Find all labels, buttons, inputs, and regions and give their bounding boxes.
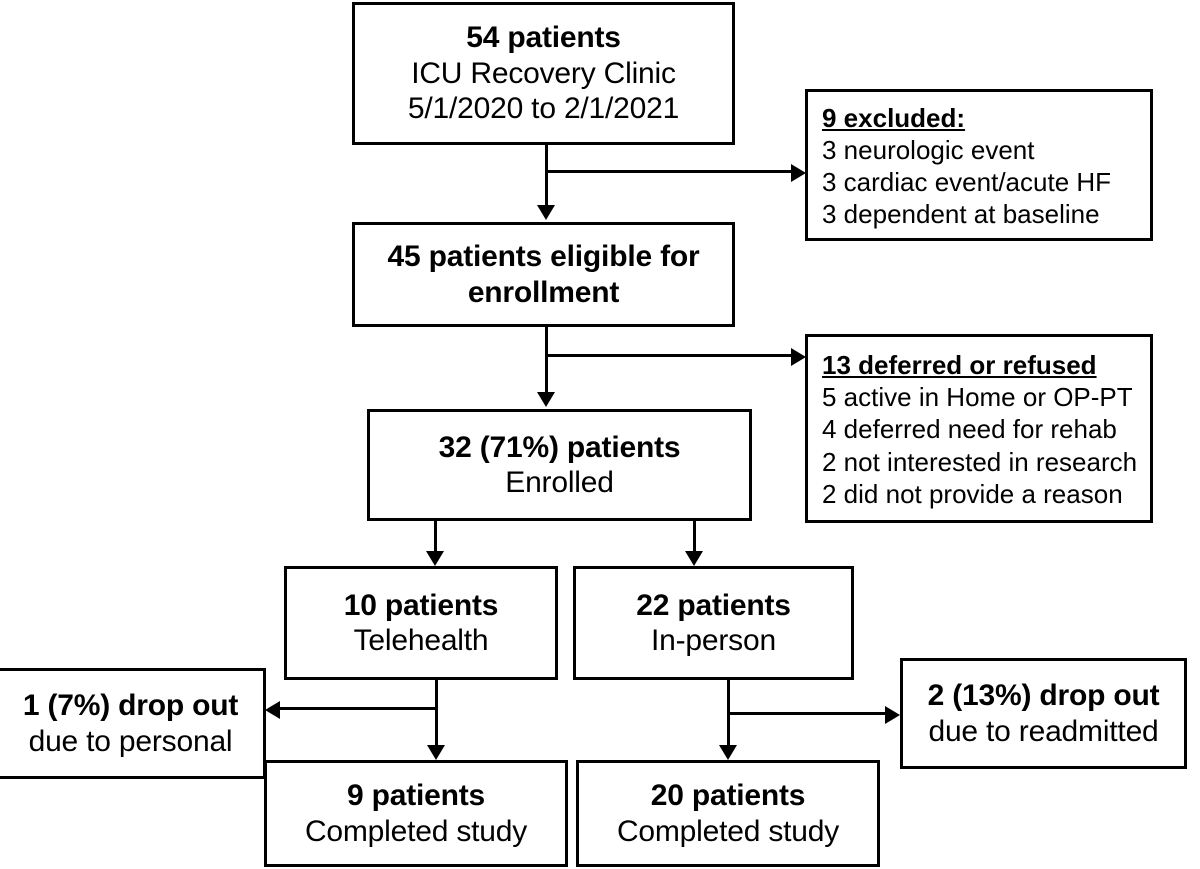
- completed-right-line-2: Completed study: [616, 814, 840, 848]
- connector-screened-trunk: [545, 145, 548, 207]
- node-telehealth: 10 patients Telehealth: [284, 566, 558, 680]
- arrowhead-telehealth-to-dropout: [265, 701, 280, 719]
- connector-eligible-to-deferred: [545, 354, 793, 357]
- connector-enrolled-to-telehealth: [434, 521, 437, 553]
- node-completed-inperson: 20 patients Completed study: [576, 760, 880, 867]
- excluded-item-3: 3 dependent at baseline: [822, 199, 1100, 230]
- dropout-right-line-2: due to readmitted: [928, 714, 1159, 748]
- arrowhead-enrolled-to-inperson: [685, 551, 703, 566]
- arrowhead-screened-to-excluded: [791, 164, 806, 182]
- connector-telehealth-to-dropout: [278, 707, 438, 710]
- connector-enrolled-to-inperson: [693, 521, 696, 553]
- screened-line-2: ICU Recovery Clinic: [411, 56, 676, 90]
- completed-right-line-1: 20 patients: [650, 779, 806, 813]
- deferred-item-1: 5 active in Home or OP-PT: [822, 382, 1133, 413]
- deferred-item-4: 2 did not provide a reason: [822, 478, 1123, 509]
- screened-line-3: 5/1/2020 to 2/1/2021: [407, 92, 680, 126]
- enrolled-line-1: 32 (71%) patients: [438, 430, 681, 464]
- deferred-item-3: 2 not interested in research: [822, 446, 1138, 477]
- node-dropout-inperson: 2 (13%) drop out due to readmitted: [900, 658, 1187, 769]
- eligible-line-2: enrollment: [467, 275, 620, 309]
- arrowhead-screened-to-eligible: [537, 205, 555, 220]
- completed-left-line-2: Completed study: [304, 814, 528, 848]
- node-completed-telehealth: 9 patients Completed study: [264, 760, 568, 867]
- node-inperson: 22 patients In-person: [573, 566, 854, 680]
- eligible-line-1: 45 patients eligible for: [387, 240, 700, 274]
- telehealth-line-2: Telehealth: [353, 624, 489, 657]
- excluded-heading: 9 excluded:: [822, 102, 966, 133]
- dropout-left-line-1: 1 (7%) drop out: [22, 689, 239, 723]
- node-deferred: 13 deferred or refused 5 active in Home …: [805, 334, 1153, 523]
- arrowhead-inperson-to-completed: [719, 745, 737, 760]
- connector-eligible-trunk: [545, 327, 548, 394]
- node-excluded: 9 excluded: 3 neurologic event 3 cardiac…: [805, 89, 1153, 241]
- inperson-line-1: 22 patients: [636, 588, 791, 622]
- arrowhead-eligible-to-deferred: [791, 348, 806, 366]
- arrowhead-eligible-to-enrolled: [537, 392, 555, 407]
- connector-screened-to-excluded: [545, 170, 793, 173]
- excluded-item-2: 3 cardiac event/acute HF: [822, 167, 1112, 197]
- telehealth-line-1: 10 patients: [343, 588, 499, 622]
- arrowhead-enrolled-to-telehealth: [426, 551, 444, 566]
- enrolled-line-2: Enrolled: [505, 466, 614, 499]
- arrowhead-telehealth-to-completed: [427, 745, 445, 760]
- node-eligible: 45 patients eligible for enrollment: [352, 222, 735, 327]
- connector-telehealth-trunk: [435, 680, 438, 748]
- node-dropout-telehealth: 1 (7%) drop out due to personal: [0, 668, 266, 779]
- deferred-item-2: 4 deferred need for rehab: [822, 414, 1117, 445]
- inperson-line-2: In-person: [651, 624, 776, 657]
- dropout-right-line-1: 2 (13%) drop out: [927, 679, 1160, 713]
- screened-line-1: 54 patients: [466, 21, 621, 55]
- connector-inperson-to-dropout: [727, 712, 887, 715]
- node-enrolled: 32 (71%) patients Enrolled: [367, 409, 752, 521]
- node-screened: 54 patients ICU Recovery Clinic 5/1/2020…: [352, 2, 735, 145]
- completed-left-line-1: 9 patients: [346, 779, 486, 813]
- excluded-item-1: 3 neurologic event: [822, 134, 1035, 165]
- dropout-left-line-2: due to personal: [28, 724, 233, 758]
- arrowhead-inperson-to-dropout: [885, 706, 900, 724]
- deferred-heading: 13 deferred or refused: [822, 349, 1097, 380]
